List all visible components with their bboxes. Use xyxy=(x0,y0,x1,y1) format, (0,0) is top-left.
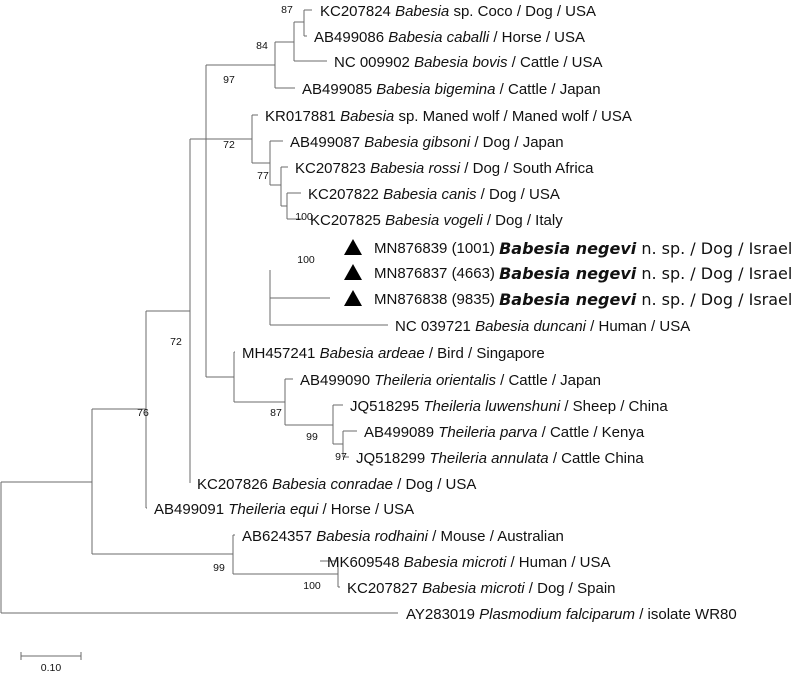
bootstrap-value: 99 xyxy=(306,431,318,443)
bootstrap-value: 97 xyxy=(335,451,347,463)
taxon-label: MH457241 Babesia ardeae / Bird / Singapo… xyxy=(242,345,545,362)
taxon-label: MN876837 (4663) Babesia negevi n. sp. / … xyxy=(374,264,792,283)
triangle-marker-icon xyxy=(344,290,362,306)
taxon-label: AB499091 Theileria equi / Horse / USA xyxy=(154,501,414,518)
taxon-labels: KC207824 Babesia sp. Coco / Dog / USA AB4… xyxy=(154,3,792,623)
taxon-label: MN876838 (9835) Babesia negevi n. sp. / … xyxy=(374,290,792,309)
bootstrap-value: 72 xyxy=(223,139,235,151)
taxon-label: AB499085 Babesia bigemina / Cattle / Jap… xyxy=(302,81,601,98)
taxon-label: AB624357 Babesia rodhaini / Mouse / Aust… xyxy=(242,528,564,545)
taxon-label: KR017881 Babesia sp. Maned wolf / Maned … xyxy=(265,108,632,125)
bootstrap-value: 72 xyxy=(170,336,182,348)
bootstrap-value: 100 xyxy=(295,211,313,223)
taxon-label: KC207822 Babesia canis / Dog / USA xyxy=(308,186,560,203)
taxon-label: NC 009902 Babesia bovis / Cattle / USA xyxy=(334,54,603,71)
scale-bar: 0.10 xyxy=(20,652,82,673)
taxon-label: KC207825 Babesia vogeli / Dog / Italy xyxy=(310,212,563,229)
taxon-label: KC207827 Babesia microti / Dog / Spain xyxy=(347,580,616,597)
taxon-label: AB499086 Babesia caballi / Horse / USA xyxy=(314,29,585,46)
bootstrap-value: 77 xyxy=(257,170,269,182)
tree-branches xyxy=(0,9,398,614)
bootstrap-value: 87 xyxy=(281,4,293,16)
taxon-label: JQ518295 Theileria luwenshuni / Sheep / … xyxy=(350,398,668,415)
bootstrap-value: 76 xyxy=(137,407,149,419)
taxon-label: AB499089 Theileria parva / Cattle / Keny… xyxy=(364,424,645,441)
taxon-label: AB499087 Babesia gibsoni / Dog / Japan xyxy=(290,134,564,151)
taxon-label: KC207823 Babesia rossi / Dog / South Afr… xyxy=(295,160,594,177)
taxon-label: KC207826 Babesia conradae / Dog / USA xyxy=(197,476,476,493)
bootstrap-value: 100 xyxy=(297,254,315,266)
taxon-label: MK609548 Babesia microti / Human / USA xyxy=(327,554,611,571)
taxon-label: MN876839 (1001) Babesia negevi n. sp. / … xyxy=(374,239,792,258)
taxon-label: AB499090 Theileria orientalis / Cattle /… xyxy=(300,372,601,389)
bootstrap-value: 99 xyxy=(213,562,225,574)
triangle-marker-icon xyxy=(344,239,362,255)
triangle-marker-icon xyxy=(344,264,362,280)
taxon-label: AY283019 Plasmodium falciparum / isolate… xyxy=(406,606,737,623)
bootstrap-value: 84 xyxy=(256,40,268,52)
taxon-label: KC207824 Babesia sp. Coco / Dog / USA xyxy=(320,3,596,20)
scale-bar-label: 0.10 xyxy=(41,662,62,673)
bootstrap-value: 100 xyxy=(303,580,321,592)
bootstrap-values: 87 84 97 72 77 100 100 72 87 99 97 76 99 100 xyxy=(137,4,347,592)
taxon-label: NC 039721 Babesia duncani / Human / USA xyxy=(395,318,690,335)
bootstrap-value: 87 xyxy=(270,407,282,419)
bootstrap-value: 97 xyxy=(223,74,235,86)
taxon-label: JQ518299 Theileria annulata / Cattle Chi… xyxy=(356,450,644,467)
